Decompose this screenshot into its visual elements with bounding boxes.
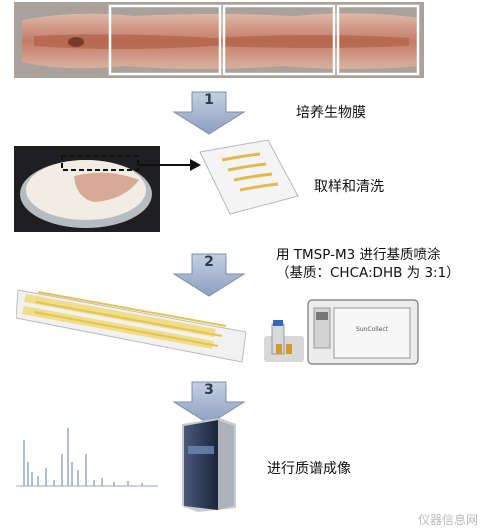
mass-spectrum-image: [16, 428, 158, 487]
down-arrow-icon: [172, 381, 246, 425]
transfer-arrow-icon: [138, 159, 201, 171]
step-1-label: 培养生物膜: [296, 105, 366, 121]
step-2-number: 2: [204, 254, 214, 270]
petri-dish-photo: [14, 146, 160, 232]
biofilm-photo: [14, 2, 424, 78]
watermark: 仪器信息网: [417, 513, 478, 527]
step-2-label-line1: 用 TMSP-M3 进行基质喷涂: [276, 247, 441, 263]
mass-spectrometer-instrument: [182, 418, 236, 512]
down-arrow-icon: [172, 253, 246, 297]
sample-slide: [199, 139, 299, 215]
step-3-label: 进行质谱成像: [267, 461, 351, 477]
step-1-number: 1: [204, 92, 214, 108]
step-3-number: 3: [204, 382, 214, 398]
step-2-arrow: 2: [172, 252, 246, 298]
step-2-label-line2: （基质：CHCA:DHB 为 3:1）: [276, 265, 460, 281]
coated-slide: [16, 289, 247, 363]
step-sampling-label: 取样和清洗: [314, 179, 384, 195]
step-1-arrow: 1: [172, 90, 246, 136]
svg-text:SunCollect: SunCollect: [356, 326, 389, 333]
matrix-sprayer-instrument: SunCollect: [264, 299, 419, 365]
down-arrow-icon: [172, 91, 246, 135]
step-3-arrow: 3: [172, 380, 246, 426]
